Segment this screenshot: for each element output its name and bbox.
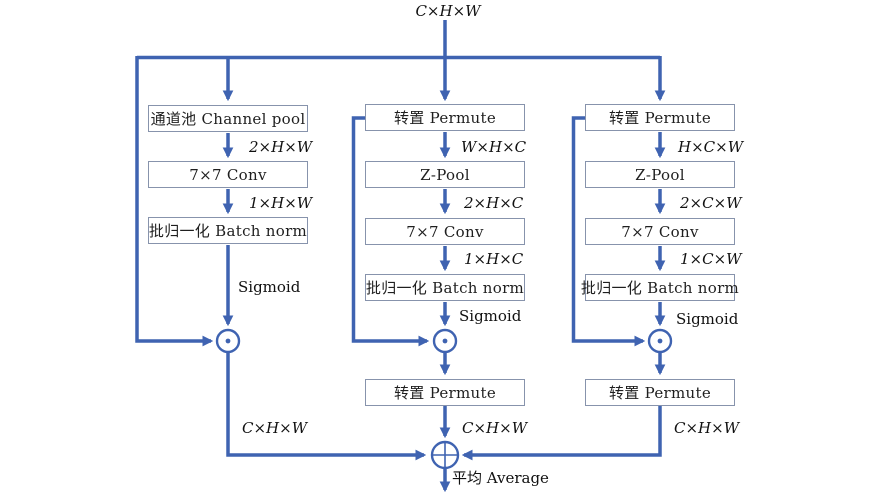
conv-box-middle: 7×7 Conv xyxy=(365,218,525,245)
channel-pool-box: 通道池 Channel pool xyxy=(148,105,308,132)
add-average-icon xyxy=(430,440,460,470)
dim-label: 2×H×W xyxy=(249,138,313,156)
dim-label: 1×C×W xyxy=(680,250,742,268)
dim-label: W×H×C xyxy=(461,138,527,156)
output-dim-label-left: C×H×W xyxy=(242,419,308,437)
dim-label: 2×C×W xyxy=(680,194,742,212)
permute-out-box-middle: 转置 Permute xyxy=(365,379,525,406)
elementwise-multiply-icon xyxy=(432,328,458,354)
conv-box-left: 7×7 Conv xyxy=(148,161,308,188)
connector-line xyxy=(135,20,666,493)
batch-norm-box-right: 批归一化 Batch norm xyxy=(581,274,739,301)
permute-box-middle: 转置 Permute xyxy=(365,104,525,131)
dim-label: 2×H×C xyxy=(464,194,524,212)
average-label: 平均 Average xyxy=(452,469,549,487)
batch-norm-box-left: 批归一化 Batch norm xyxy=(148,217,308,244)
elementwise-multiply-icon xyxy=(647,328,673,354)
sigmoid-label-right: Sigmoid xyxy=(676,310,739,328)
elementwise-multiply-icon xyxy=(215,328,241,354)
permute-box-right: 转置 Permute xyxy=(585,104,735,131)
sigmoid-label-middle: Sigmoid xyxy=(459,307,522,325)
output-dim-label-middle: C×H×W xyxy=(462,419,528,437)
output-dim-label-right: C×H×W xyxy=(674,419,740,437)
sigmoid-label-left: Sigmoid xyxy=(238,278,301,296)
permute-out-box-right: 转置 Permute xyxy=(585,379,735,406)
zpool-box-right: Z-Pool xyxy=(585,161,735,188)
dim-label: H×C×W xyxy=(678,138,744,156)
dim-label: 1×H×C xyxy=(464,250,524,268)
input-dim-label: C×H×W xyxy=(415,2,481,20)
dim-label: 1×H×W xyxy=(249,194,313,212)
batch-norm-box-middle: 批归一化 Batch norm xyxy=(365,274,525,301)
conv-box-right: 7×7 Conv xyxy=(585,218,735,245)
zpool-box-middle: Z-Pool xyxy=(365,161,525,188)
